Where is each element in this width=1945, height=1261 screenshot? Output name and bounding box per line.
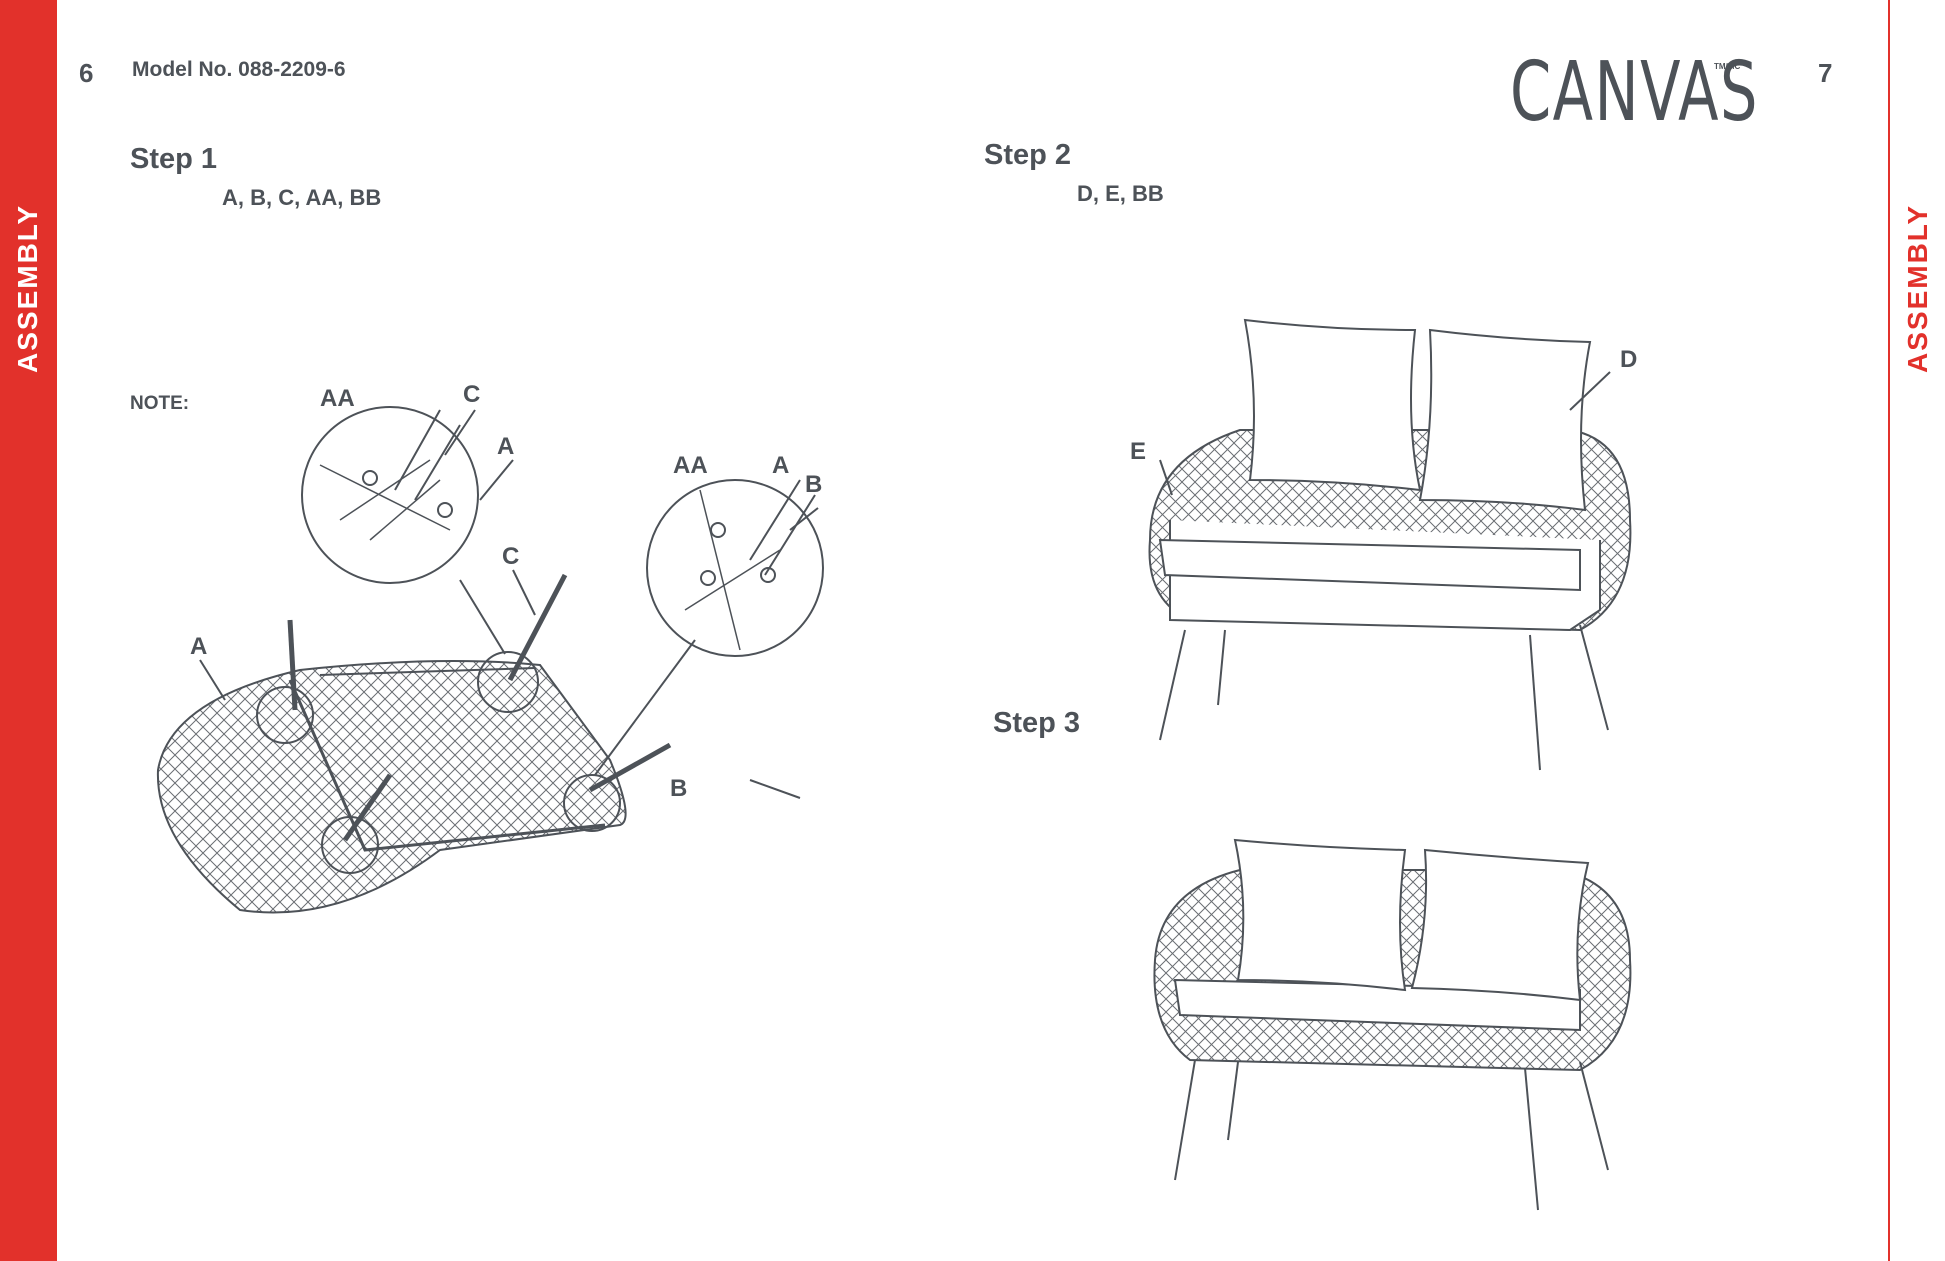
- callout-a-2: A: [190, 633, 207, 660]
- step2-illustration: D E: [1130, 300, 1660, 780]
- callout-c-2: C: [502, 543, 519, 570]
- step1-parts: A, B, C, AA, BB: [222, 185, 381, 211]
- model-number: Model No. 088-2209-6: [132, 58, 346, 82]
- callout-d: D: [1620, 346, 1637, 373]
- step3-illustration: [1140, 830, 1640, 1220]
- callout-b-1: B: [805, 471, 822, 498]
- right-tab-label: ASSEMBLY: [1902, 213, 1934, 373]
- step1-title: Step 1: [130, 143, 217, 176]
- left-side-tab: ASSEMBLY: [0, 0, 57, 1261]
- callout-a-1: A: [497, 433, 514, 460]
- callout-aa-1: AA: [320, 385, 355, 412]
- brand-logo: CANVAS TM/MC: [1510, 52, 1856, 134]
- right-side-tab: ASSEMBLY: [1888, 0, 1945, 1261]
- callout-c-1: C: [463, 381, 480, 408]
- callout-e: E: [1130, 438, 1146, 465]
- callout-aa-2: AA: [673, 452, 708, 479]
- zoom-detail-1: [302, 407, 478, 583]
- step1-illustration: AA C A C A AA A B B: [140, 370, 860, 930]
- pillow-right-d: [1420, 330, 1590, 510]
- logo-trademark: TM/MC: [1714, 62, 1740, 71]
- step3-title: Step 3: [993, 707, 1080, 740]
- seat-frame: [158, 661, 626, 913]
- pillow-left: [1245, 320, 1420, 490]
- left-tab-label: ASSEMBLY: [12, 213, 44, 373]
- step2-title: Step 2: [984, 139, 1071, 172]
- callout-a-3: A: [772, 452, 789, 479]
- callout-b-2: B: [670, 775, 687, 802]
- step2-parts: D, E, BB: [1077, 181, 1164, 207]
- left-page-number: 6: [79, 58, 93, 89]
